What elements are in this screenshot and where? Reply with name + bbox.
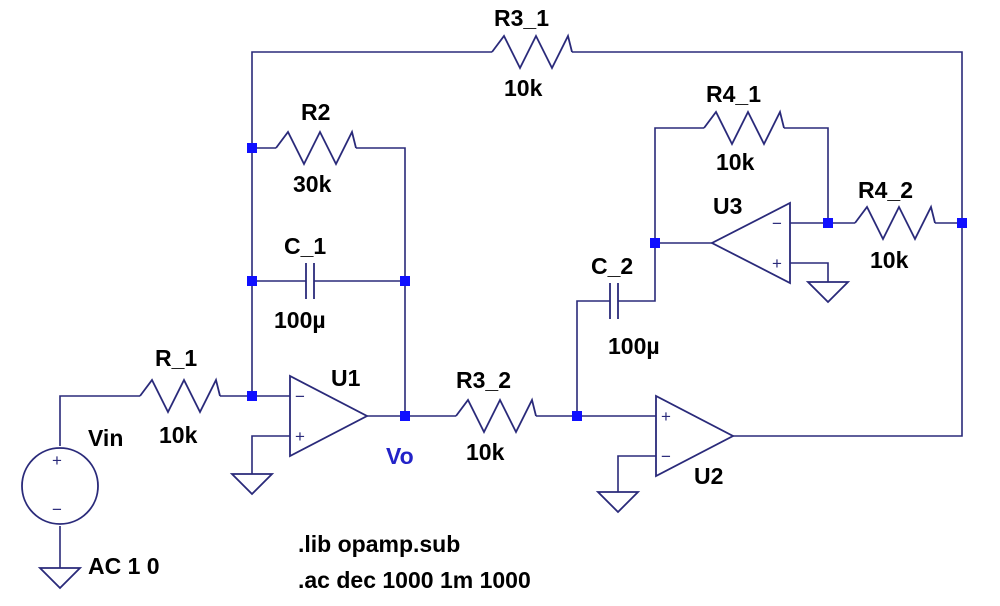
u1-minus-pin: − <box>295 387 305 406</box>
resistor-r_1[interactable] <box>139 377 221 415</box>
junction-node <box>650 238 660 248</box>
wire-r4_1-right <box>784 127 829 223</box>
u2-name: U2 <box>694 463 723 489</box>
r2-name: R2 <box>301 99 330 125</box>
opamp-u1[interactable]: − + <box>289 374 369 458</box>
wire-top-right <box>572 51 963 437</box>
u2-minus-pin: − <box>661 447 671 466</box>
junction-node <box>247 391 257 401</box>
r4_1-value: 10k <box>716 149 755 175</box>
r3_2-name: R3_2 <box>456 367 511 393</box>
r4_2-value: 10k <box>870 247 909 273</box>
r3_2-value: 10k <box>466 439 505 465</box>
r3_1-name: R3_1 <box>494 5 549 31</box>
resistor-r4_1[interactable] <box>703 109 785 147</box>
resistor-r3_2[interactable] <box>455 397 537 435</box>
r3_1-value: 10k <box>504 75 543 101</box>
r_1-value: 10k <box>159 422 198 448</box>
resistor-r3_1[interactable] <box>491 33 573 71</box>
junction-nodes <box>247 143 967 421</box>
wire-top-left <box>251 51 492 396</box>
junction-node <box>572 411 582 421</box>
r4_1-name: R4_1 <box>706 81 761 107</box>
voltage-source-vin[interactable]: + − <box>21 447 99 525</box>
wire-vin-top <box>59 395 140 446</box>
resistor-r2[interactable] <box>275 129 357 167</box>
ground-icon <box>37 567 83 590</box>
junction-node <box>247 276 257 286</box>
wire-c2-right <box>618 242 712 302</box>
vin-value: AC 1 0 <box>88 553 160 579</box>
c_2-value: 100µ <box>608 333 660 359</box>
vin-minus-sign: − <box>52 500 62 519</box>
opamp-u2[interactable]: + − <box>655 394 735 478</box>
u3-name: U3 <box>713 193 742 219</box>
u1-name: U1 <box>331 365 361 391</box>
wire-c2-left <box>576 300 610 416</box>
junction-node <box>247 143 257 153</box>
capacitor-c_1[interactable] <box>305 263 315 299</box>
vin-name: Vin <box>88 425 123 451</box>
capacitor-c_2[interactable] <box>609 283 619 319</box>
wire-r4_1-left <box>654 127 704 243</box>
ground-icon <box>805 281 851 304</box>
junction-node <box>957 218 967 228</box>
r2-value: 30k <box>293 171 332 197</box>
opamp-u3[interactable]: − + <box>710 201 791 285</box>
directive-ac: .ac dec 1000 1m 1000 <box>298 567 531 593</box>
r4_2-name: R4_2 <box>858 177 913 203</box>
junction-node <box>400 276 410 286</box>
r_1-name: R_1 <box>155 345 197 371</box>
u3-plus-pin: + <box>772 254 782 273</box>
wire-r2-right <box>356 147 406 416</box>
resistor-r4_2[interactable] <box>854 204 936 242</box>
wires <box>59 51 963 568</box>
directive-lib: .lib opamp.sub <box>298 531 460 557</box>
ground-icon <box>229 473 275 496</box>
junction-node <box>400 411 410 421</box>
c_2-name: C_2 <box>591 253 633 279</box>
net-label-vo: Vo <box>386 443 414 469</box>
c_1-value: 100µ <box>274 307 326 333</box>
junction-node <box>823 218 833 228</box>
ground-icon <box>595 491 641 514</box>
vin-plus-sign: + <box>52 451 62 470</box>
u3-minus-pin: − <box>772 214 782 233</box>
u1-plus-pin: + <box>295 427 305 446</box>
u2-plus-pin: + <box>661 407 671 426</box>
wire-u1-plus <box>251 435 290 474</box>
wire-u3-plus <box>790 262 829 282</box>
wire-u2-minus <box>617 455 656 492</box>
c_1-name: C_1 <box>284 233 326 259</box>
